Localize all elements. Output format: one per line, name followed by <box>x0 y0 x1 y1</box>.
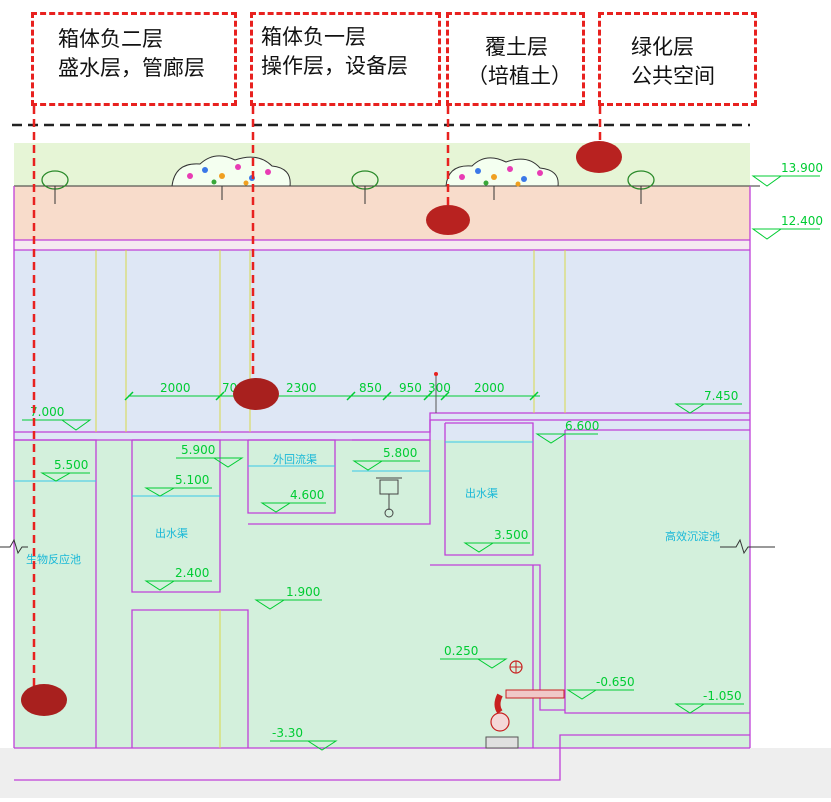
dim-label: 850 <box>359 381 382 395</box>
elevation-marker: -1.050 <box>674 689 744 714</box>
break-symbol-right <box>720 538 775 555</box>
elevation-label: 13.900 <box>781 161 823 175</box>
green-layer <box>14 143 750 186</box>
callout-title: 箱体负二层 <box>58 27 163 51</box>
water-layer <box>14 440 750 748</box>
elevation-markers: 13.900 12.400 7.450 7.000 6.600 5.900 5.… <box>22 161 823 751</box>
dimension-line: 2000 70 2300 850 950 300 2000 <box>124 372 540 413</box>
bottom-band <box>0 748 831 798</box>
elevation-label: 12.400 <box>781 214 823 228</box>
elevation-label: 5.900 <box>181 443 215 457</box>
elevation-label: 6.600 <box>565 419 599 433</box>
callout-subtitle: （培植土） <box>467 64 572 88</box>
elevation-marker: 3.500 <box>463 528 530 553</box>
pump-icon <box>485 660 565 749</box>
elevation-marker: 12.400 <box>751 214 823 240</box>
dim-label: 2000 <box>474 381 505 395</box>
room-labels: 出水渠 外回流渠 出水渠 高效沉淀池 生物反应池 <box>26 452 720 566</box>
elevation-label: -3.30 <box>272 726 303 740</box>
callout-subtitle: 盛水层，管廊层 <box>58 56 205 80</box>
callout-green-layer: 绿化层 公共空间 <box>598 12 757 106</box>
elevation-label: 0.250 <box>444 644 478 658</box>
room-label: 出水渠 <box>155 526 188 540</box>
callout-subtitle: 公共空间 <box>631 64 715 88</box>
elevation-marker: 5.800 <box>352 446 420 471</box>
roof-slab <box>14 240 750 250</box>
dim-label: 2300 <box>286 381 317 395</box>
callout-soil-layer: 覆土层 （培植土） <box>446 12 585 106</box>
elevation-marker: 5.100 <box>144 473 212 497</box>
flower-bush-icon <box>445 157 559 200</box>
elevation-label: 5.500 <box>54 458 88 472</box>
structure-walls <box>13 186 751 781</box>
elevation-marker: 13.900 <box>751 161 823 187</box>
elevation-label: -0.650 <box>596 675 635 689</box>
soil-layer <box>14 186 750 240</box>
marker-dot <box>233 378 279 410</box>
hoist-icon <box>376 477 402 518</box>
marker-dot <box>21 684 67 716</box>
elevation-label: -1.050 <box>703 689 742 703</box>
elevation-marker: 6.600 <box>535 419 599 444</box>
dim-label: 300 <box>428 381 451 395</box>
elevation-marker: 0.250 <box>440 644 508 669</box>
callout-basement-2: 箱体负二层 盛水层，管廊层 <box>31 12 237 106</box>
marker-dot <box>426 205 470 235</box>
dim-label: 950 <box>399 381 422 395</box>
marker-dot <box>576 141 622 173</box>
elevation-label: 5.100 <box>175 473 209 487</box>
elevation-label: 7.450 <box>704 389 738 403</box>
room-label: 外回流渠 <box>273 452 317 466</box>
room-label: 出水渠 <box>465 486 498 500</box>
callout-basement-1: 箱体负一层 操作层，设备层 <box>250 12 441 106</box>
columns <box>95 250 566 748</box>
elevation-label: 1.900 <box>286 585 320 599</box>
tree-icon <box>627 170 655 204</box>
elevation-marker: 7.450 <box>674 389 742 414</box>
elevation-label: 4.600 <box>290 488 324 502</box>
callout-title: 箱体负一层 <box>261 25 366 49</box>
elevation-marker: 1.900 <box>254 585 322 610</box>
operation-layer <box>14 250 750 440</box>
elevation-marker: -3.30 <box>270 726 338 751</box>
tree-icon <box>41 170 69 204</box>
elevation-label: 2.400 <box>175 566 209 580</box>
elevation-marker: 5.900 <box>176 443 244 468</box>
break-symbol-left <box>0 538 28 555</box>
flower-bush-icon <box>171 155 291 200</box>
elevation-marker: -0.650 <box>566 675 635 700</box>
callout-title: 绿化层 <box>631 35 694 59</box>
room-label: 高效沉淀池 <box>665 529 720 543</box>
callout-title: 覆土层 <box>485 35 548 59</box>
dim-label: 2000 <box>160 381 191 395</box>
room-label: 生物反应池 <box>26 552 81 566</box>
elevation-marker: 5.500 <box>40 458 90 482</box>
elevation-marker: 4.600 <box>260 488 326 513</box>
elevation-label: 3.500 <box>494 528 528 542</box>
callout-subtitle: 操作层，设备层 <box>261 54 408 78</box>
elevation-label: 7.000 <box>30 405 64 419</box>
elevation-label: 5.800 <box>383 446 417 460</box>
elevation-marker: 2.400 <box>144 566 212 591</box>
tree-icon <box>351 170 379 204</box>
